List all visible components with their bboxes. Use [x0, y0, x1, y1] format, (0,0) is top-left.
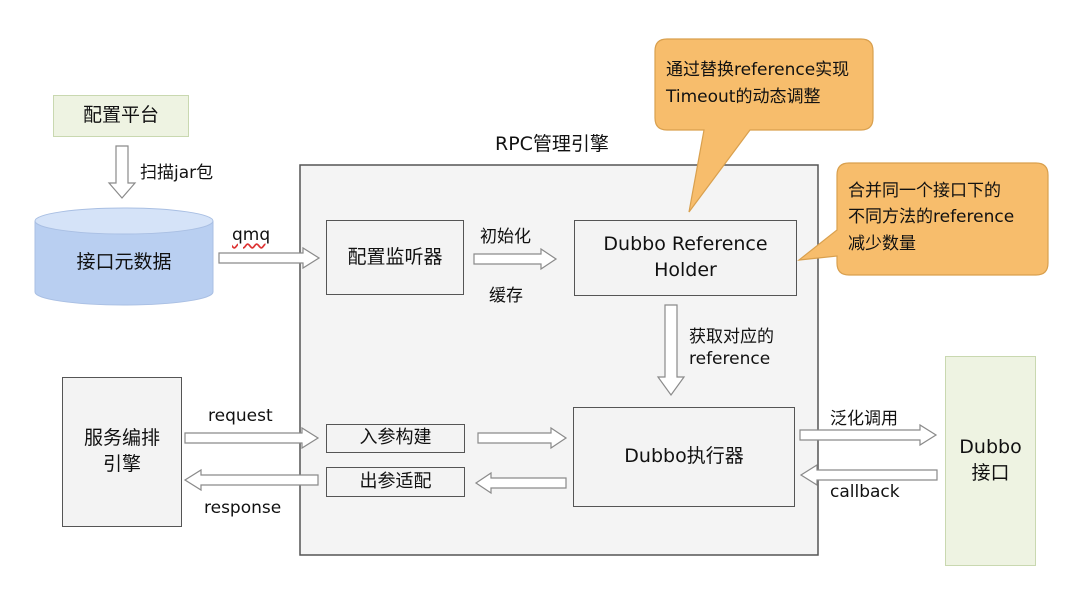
param-adapt-box: 出参适配 [326, 467, 465, 497]
reference-holder-line2: Holder [654, 259, 717, 281]
reference-holder-box: Dubbo Reference Holder [574, 220, 797, 296]
get-reference-label: 获取对应的 reference [689, 326, 774, 370]
config-listener-box: 配置监听器 [326, 220, 464, 295]
request-label: request [208, 406, 273, 426]
callout-right: 合并同一个接口下的 不同方法的reference 减少数量 [848, 178, 1014, 257]
response-arrow [183, 468, 319, 492]
request-arrow [184, 426, 320, 450]
dubbo-interface-box: Dubbo 接口 [945, 356, 1036, 566]
config-listener-label: 配置监听器 [347, 245, 443, 268]
dubbo-interface-line2: 接口 [971, 462, 1010, 484]
param-build-arrow [477, 426, 568, 450]
scan-arrow [107, 145, 137, 199]
qmq-label: qmq [232, 225, 271, 245]
callback-label: callback [830, 482, 900, 502]
orchestration-engine-box: 服务编排 引擎 [62, 377, 182, 527]
dubbo-executor-box: Dubbo执行器 [573, 407, 795, 507]
callout-right-line2: 不同方法的reference [848, 207, 1015, 228]
cache-label: 缓存 [489, 286, 523, 306]
init-label: 初始化 [480, 227, 531, 247]
scan-label: 扫描jar包 [140, 163, 214, 183]
param-adapt-label: 出参适配 [359, 470, 432, 492]
config-platform-label: 配置平台 [82, 104, 159, 127]
generic-call-arrow [799, 423, 938, 447]
callback-arrow [799, 463, 938, 487]
reference-holder-line1: Dubbo Reference [603, 233, 768, 256]
callout-top-shape [654, 38, 874, 213]
qmq-arrow [218, 246, 321, 270]
get-reference-arrow [656, 304, 686, 397]
param-build-label: 入参构建 [359, 427, 432, 449]
callout-top-line2: Timeout的动态调整 [666, 87, 821, 108]
generic-call-label: 泛化调用 [830, 409, 898, 429]
get-reference-line2: reference [689, 349, 771, 370]
interface-metadata-text: 接口元数据 [76, 251, 172, 274]
callout-top: 通过替换reference实现 Timeout的动态调整 [666, 57, 849, 111]
rpc-engine-title: RPC管理引擎 [495, 133, 609, 155]
orchestration-line1: 服务编排 [83, 427, 160, 450]
response-label: response [204, 498, 282, 518]
orchestration-line2: 引擎 [102, 453, 141, 475]
dubbo-interface-line1: Dubbo [959, 436, 1022, 459]
callout-right-line1: 合并同一个接口下的 [848, 181, 1001, 201]
param-build-box: 入参构建 [326, 424, 465, 453]
dubbo-executor-label: Dubbo执行器 [624, 445, 744, 468]
metadata-cylinder [34, 207, 214, 306]
callout-top-line1: 通过替换reference实现 [666, 60, 850, 80]
callout-right-line3: 减少数量 [848, 233, 916, 254]
init-cache-arrow [473, 247, 558, 271]
config-platform-box: 配置平台 [53, 95, 189, 137]
callout-right-shape [797, 162, 1049, 276]
param-adapt-arrow [474, 471, 567, 495]
get-reference-line1: 获取对应的 [689, 327, 774, 347]
interface-metadata-label: 接口元数据 [35, 238, 213, 288]
